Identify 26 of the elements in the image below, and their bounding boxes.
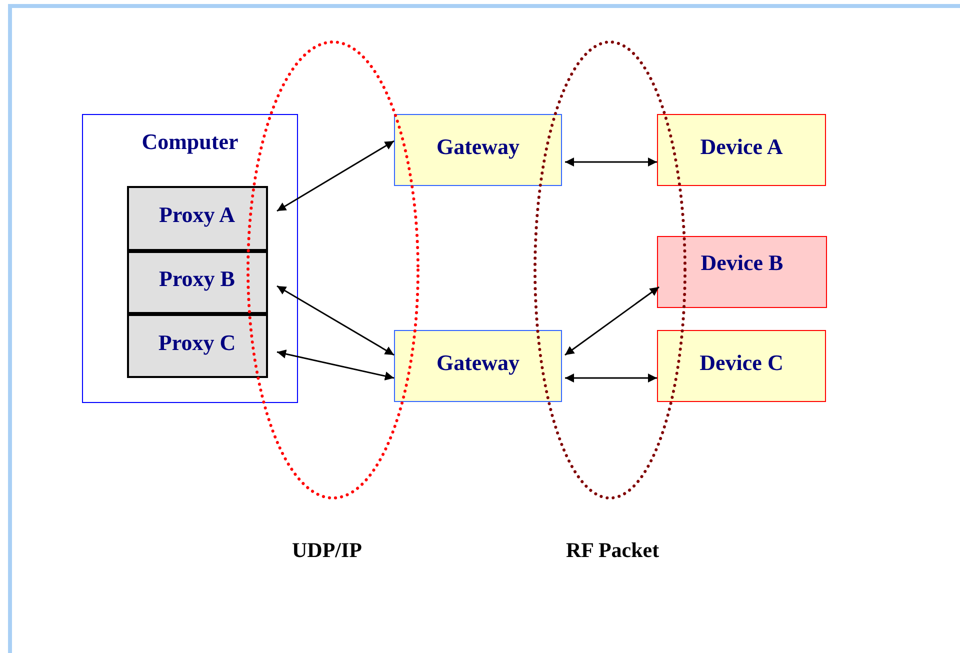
double-arrow: [565, 158, 657, 167]
device-box: [657, 330, 826, 402]
protocol-label: UDP/IP: [292, 538, 362, 563]
gateway-box: [394, 114, 562, 186]
double-arrow: [276, 140, 394, 212]
double-arrow: [276, 350, 394, 380]
node-label: Device A: [700, 134, 783, 160]
proxy-box: [126, 314, 268, 378]
double-arrow: [565, 374, 657, 383]
protocol-label: RF Packet: [566, 538, 660, 563]
device-box: [657, 114, 826, 186]
node-label: Device C: [700, 350, 784, 376]
node-label: Gateway: [436, 134, 520, 160]
node-label: Gateway: [436, 350, 520, 376]
node-label: Device B: [700, 250, 784, 276]
double-arrow: [276, 285, 394, 356]
computer-box: [82, 114, 298, 403]
node-label: Proxy A: [159, 202, 235, 228]
device-box: [657, 236, 827, 308]
node-label: Proxy C: [158, 330, 236, 356]
proxy-box: [126, 186, 268, 250]
gateway-box: [394, 330, 562, 402]
proxy-box: [126, 250, 268, 314]
node-label: Proxy B: [159, 266, 235, 292]
node-label: Computer: [142, 129, 238, 155]
double-arrow: [564, 286, 660, 356]
